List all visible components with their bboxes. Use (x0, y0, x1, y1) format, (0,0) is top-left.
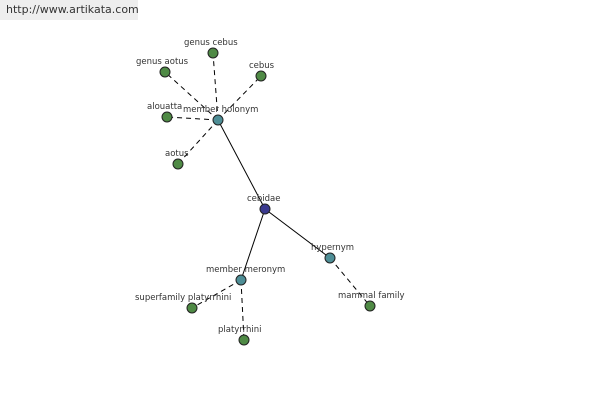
node-label-genus-cebus: genus cebus (184, 38, 238, 48)
node-label-member-meronym: member meronym (206, 265, 285, 275)
edge-holonym-genus-aotus (164, 71, 219, 121)
edge-cebidae-hypernym (264, 208, 331, 259)
node-label-genus-aotus: genus aotus (136, 57, 189, 67)
node-superfamily-platyrrhini[interactable] (186, 302, 198, 314)
node-label-platyrrhini: platyrrhini (218, 325, 262, 335)
edge-holonym-cebus (217, 75, 262, 121)
node-aotus[interactable] (172, 158, 184, 170)
node-label-cebus: cebus (249, 61, 275, 71)
node-label-alouatta: alouatta (147, 102, 182, 112)
edge-meronym-superfamily-platyrrhini (191, 279, 242, 309)
node-cebidae[interactable] (259, 203, 271, 215)
edge-hypernym-mammal-family (329, 257, 371, 307)
edge-cebidae-member-holonym (217, 119, 266, 210)
node-alouatta[interactable] (161, 111, 173, 123)
node-label-superfamily-platyrrhini: superfamily platyrrhini (135, 293, 231, 303)
edge-holonym-alouatta (166, 116, 219, 121)
edge-meronym-platyrrhini (240, 279, 245, 341)
edge-holonym-genus-cebus (212, 52, 219, 121)
edge-holonym-aotus (177, 119, 219, 165)
node-member-meronym[interactable] (235, 274, 247, 286)
node-label-mammal-family: mammal family (338, 291, 405, 301)
site-url-banner[interactable]: http://www.artikata.com (0, 0, 139, 20)
node-genus-aotus[interactable] (159, 66, 171, 78)
node-member-holonym[interactable] (212, 114, 224, 126)
node-genus-cebus[interactable] (207, 47, 219, 59)
node-cebus[interactable] (255, 70, 267, 82)
node-label-member-holonym: member holonym (183, 105, 258, 115)
node-label-cebidae: cebidae (247, 194, 281, 204)
node-mammal-family[interactable] (364, 300, 376, 312)
node-label-hypernym: hypernym (311, 243, 354, 253)
node-platyrrhini[interactable] (238, 334, 250, 346)
node-label-aotus: aotus (165, 149, 189, 159)
node-hypernym[interactable] (324, 252, 336, 264)
edge-cebidae-member-meronym (240, 208, 266, 281)
